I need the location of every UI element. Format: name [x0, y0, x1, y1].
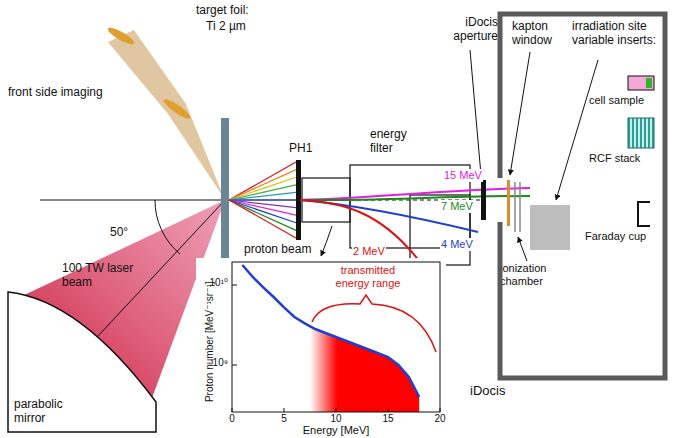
energy-label: 7 MeV	[440, 200, 474, 213]
x-tick	[232, 408, 233, 412]
tick-label: 0	[222, 413, 242, 425]
proton-ray	[229, 200, 296, 215]
proton-ray	[229, 192, 296, 200]
kapton-window	[507, 180, 510, 226]
energy-label: 4 MeV	[440, 238, 474, 251]
angle-label: 50°	[110, 226, 128, 240]
faraday-cup-icon	[638, 202, 650, 226]
x-tick	[336, 408, 337, 412]
x-tick	[388, 408, 389, 412]
range-label: transmitted energy range	[326, 264, 410, 289]
x-tick	[440, 408, 441, 412]
parabolic-mirror	[8, 292, 156, 432]
proton-ray	[229, 200, 296, 238]
tick-label: 10	[326, 413, 346, 425]
part-label: ionization chamber	[500, 262, 570, 287]
part-label: PH1	[289, 142, 312, 156]
idocis-housing: iDocis	[500, 14, 665, 378]
part-label: iDocis aperture	[436, 16, 498, 44]
part-label: Ti 2 µm	[206, 20, 246, 34]
insert-label: RCF stack	[588, 152, 641, 165]
ionization-chamber	[515, 182, 520, 232]
x-tick	[284, 408, 285, 412]
tick-label: 20	[430, 413, 450, 425]
proton-ray	[229, 177, 296, 200]
part-label: energy filter	[370, 128, 420, 156]
range-bracket	[312, 295, 436, 352]
y-tick	[232, 285, 237, 286]
irradiation-block	[530, 205, 570, 250]
leader-lines	[321, 50, 598, 261]
energy-label: 2 MeV	[352, 245, 386, 258]
tick-label: 15	[378, 413, 398, 425]
proton-ray	[229, 170, 296, 200]
beam-label: 100 TW laser beam	[62, 262, 134, 290]
energy-label: 15 MeV	[443, 169, 483, 182]
proton-fan	[229, 162, 296, 238]
tick-label: 10⁹	[196, 357, 228, 369]
rcf-stack-icon	[628, 118, 654, 148]
chart-panel	[196, 258, 446, 438]
imaging-beam	[106, 25, 224, 198]
angle-arc	[155, 200, 180, 254]
y-tick	[232, 365, 237, 366]
proton-ray	[229, 200, 296, 230]
insert-label: Faraday cup	[584, 230, 647, 243]
proton-ray	[229, 185, 296, 200]
part-label: parabolic mirror	[14, 398, 78, 426]
housing-outline	[500, 14, 665, 378]
tick-label: 5	[274, 413, 294, 425]
aperture	[481, 180, 486, 220]
part-label: irradiation site variable inserts:	[572, 20, 662, 48]
housing-wall	[500, 14, 665, 378]
axis-title: Proton number [MeV⁻¹sr⁻¹]	[204, 267, 216, 417]
insert-label: cell sample	[588, 94, 645, 107]
part-label: kapton window	[512, 20, 564, 48]
cell-sample-icon	[628, 76, 654, 90]
trajectories	[300, 188, 530, 262]
chart-frame	[232, 262, 440, 412]
spectrum-chart	[232, 262, 440, 412]
tick-label: 10¹⁰	[196, 277, 228, 289]
optical-axis	[40, 200, 300, 201]
spectrum-curve	[242, 265, 419, 397]
beam-label: front side imaging	[8, 86, 103, 100]
proton-ray	[229, 162, 296, 200]
housing-label: iDocis	[470, 383, 505, 398]
proton-ray	[229, 199, 296, 200]
beam-label: proton beam	[244, 243, 311, 257]
part-label: target foil:	[196, 4, 249, 18]
axis-title: Energy [MeV]	[286, 424, 386, 437]
